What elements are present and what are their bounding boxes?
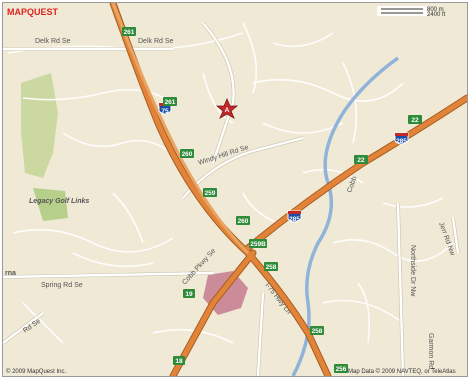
scale-bar: 800 m 2400 ft	[377, 6, 446, 18]
road-label-delk-2: Delk Rd Se	[138, 38, 174, 45]
exit-261: 261	[165, 99, 176, 106]
map-canvas[interactable]: Delk Rd Se Delk Rd Se Windy Hill Rd Se C…	[3, 3, 467, 376]
exit-261-north: 261	[124, 29, 135, 36]
river	[291, 56, 400, 376]
exit-22: 22	[357, 157, 365, 164]
copyright-data: Map Data © 2009 NAVTEQ, or TeleAtlas	[348, 368, 456, 375]
exit-19: 19	[185, 291, 193, 298]
exit-258-south: 258	[312, 328, 323, 335]
exit-22-east: 22	[411, 117, 419, 124]
scale-imperial: 2400 ft	[427, 12, 446, 18]
exit-shields	[122, 27, 422, 373]
location-marker-a[interactable]: A	[215, 97, 239, 119]
secondary-roads	[3, 22, 460, 376]
road-label-northside: Northside Dr Nw	[409, 245, 416, 297]
svg-text:285: 285	[396, 138, 407, 145]
exit-258: 258	[266, 264, 277, 271]
exit-259b: 259B	[250, 241, 266, 248]
exit-256: 256	[336, 366, 347, 373]
svg-text:75: 75	[161, 108, 169, 115]
exit-259: 259	[205, 190, 216, 197]
minor-road-network	[7, 22, 454, 344]
road-label-delk: Delk Rd Se	[35, 38, 71, 45]
copyright-mapquest: © 2009 MapQuest Inc.	[6, 368, 66, 375]
road-label-spring: Spring Rd Se	[41, 282, 83, 289]
road-label-garmon: Garmon Rd	[427, 333, 434, 369]
marker-label: A	[225, 107, 230, 114]
exit-labels: 261 261 260 259 260 259B 258 258 256 22 …	[124, 29, 419, 373]
interstate-shield-285-south: 285	[287, 210, 302, 223]
cobb-pkwy	[111, 3, 250, 255]
interstate-shield-285-east: 285	[394, 132, 409, 145]
scale-metric: 800 m	[427, 7, 444, 13]
exit-260-b: 260	[238, 218, 249, 225]
golf-course-area	[33, 188, 68, 221]
exit-260: 260	[182, 151, 193, 158]
svg-text:285: 285	[289, 216, 300, 223]
place-label-rna: rna	[5, 270, 16, 277]
exit-18: 18	[175, 358, 183, 365]
park-label: Legacy Golf Links	[29, 198, 89, 205]
mapquest-logo: MAPQUEST	[7, 7, 59, 17]
